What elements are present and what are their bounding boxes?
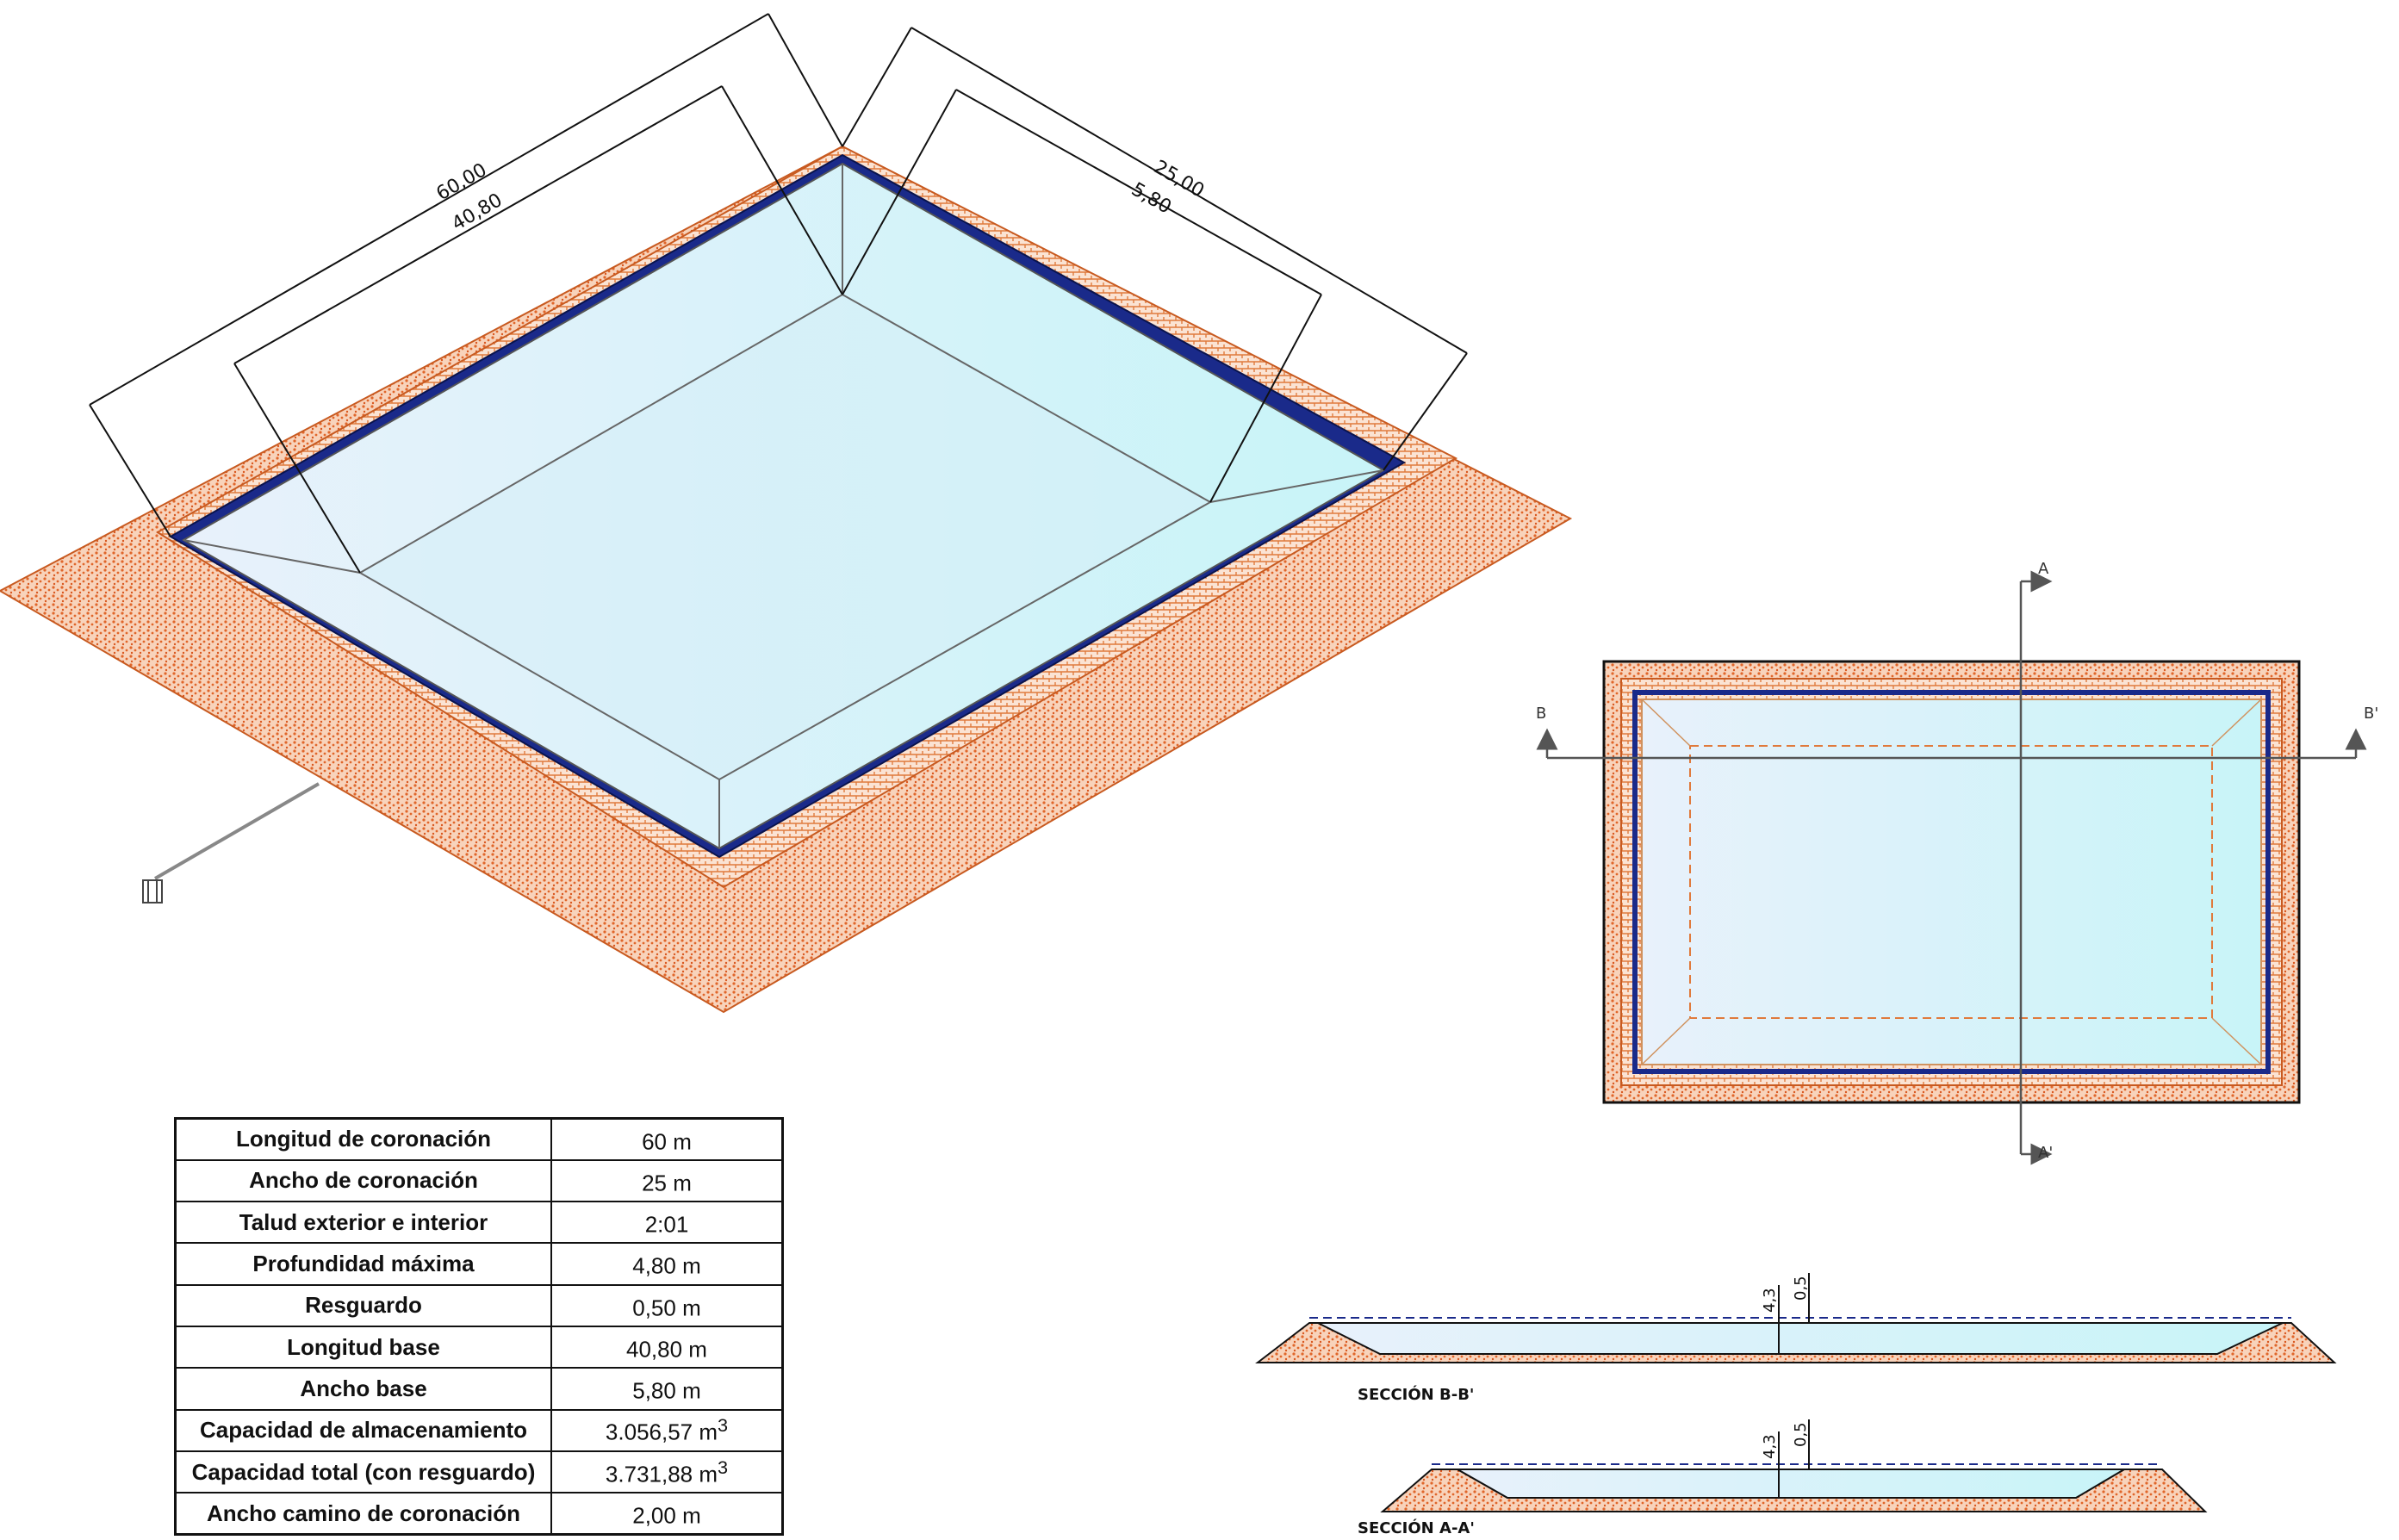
- table-label: Longitud de coronación: [174, 1117, 552, 1161]
- table-row: Capacidad de almacenamiento 3.056,57 m3: [174, 1408, 784, 1452]
- section-aa-water: [1454, 1469, 2128, 1499]
- section-aa-label: SECCIÓN A-A': [1358, 1518, 1475, 1537]
- table-value: 2,00 m: [550, 1492, 784, 1536]
- table-label: Talud exterior e interior: [174, 1201, 552, 1245]
- dimension-lines: [89, 13, 1468, 574]
- table-value: 0,50 m: [550, 1283, 784, 1327]
- table-label: Ancho base: [174, 1367, 552, 1411]
- plan-slope-corners: [1641, 699, 2262, 1065]
- table-row: Capacidad total (con resguardo) 3.731,88…: [174, 1450, 784, 1494]
- plan-base-outline: [1689, 745, 2213, 1019]
- plan-water: [1641, 699, 2262, 1065]
- axis-label-a-top: A: [2038, 560, 2049, 578]
- plan-liner: [1632, 690, 2271, 1074]
- section-a-a: 4,3 0,5 SECCIÓN A-A': [1358, 1419, 2208, 1537]
- table-label: Longitud base: [174, 1325, 552, 1369]
- plan-view: A A' B B': [1536, 560, 2378, 1165]
- table-label: Capacidad de almacenamiento: [174, 1408, 552, 1452]
- table-label: Ancho de coronación: [174, 1158, 552, 1203]
- table-value: 60 m: [550, 1117, 784, 1161]
- table-label: Resguardo: [174, 1283, 552, 1327]
- section-bb-water: [1317, 1322, 2284, 1355]
- table-value: 3.056,57 m3: [550, 1408, 784, 1452]
- slope-edges: [183, 164, 1384, 848]
- specifications-table: Longitud de coronación 60 m Ancho de cor…: [174, 1117, 784, 1536]
- table-row: Ancho base 5,80 m: [174, 1367, 784, 1411]
- axis-label-a-bottom: A': [2038, 1144, 2053, 1162]
- table-row: Longitud de coronación 60 m: [174, 1117, 784, 1161]
- table-value: 2:01: [550, 1201, 784, 1245]
- table-value: 3.731,88 m3: [550, 1450, 784, 1494]
- table-value: 5,80 m: [550, 1367, 784, 1411]
- axis-label-b-left: B: [1536, 705, 1546, 723]
- table-label: Ancho camino de coronación: [174, 1492, 552, 1536]
- table-row: Longitud base 40,80 m: [174, 1325, 784, 1369]
- table-row: Ancho camino de coronación 2,00 m: [174, 1492, 784, 1536]
- table-label: Profundidad máxima: [174, 1242, 552, 1286]
- axis-label-b-right: B': [2364, 705, 2378, 723]
- table-value: 40,80 m: [550, 1325, 784, 1369]
- section-bb-label: SECCIÓN B-B': [1358, 1385, 1474, 1404]
- table-value: 4,80 m: [550, 1242, 784, 1286]
- section-bb-freeboard: 0,5: [1792, 1276, 1810, 1301]
- table-row: Profundidad máxima 4,80 m: [174, 1242, 784, 1286]
- section-aa-depth: 4,3: [1761, 1434, 1779, 1459]
- section-aa-freeboard: 0,5: [1792, 1422, 1810, 1447]
- table-row: Resguardo 0,50 m: [174, 1283, 784, 1327]
- table-value: 25 m: [550, 1158, 784, 1203]
- isometric-view: 60,00 40,80 25,00 5,80: [0, 13, 1573, 1014]
- section-axes: [1536, 570, 2367, 1165]
- table-row: Ancho de coronación 25 m: [174, 1158, 784, 1203]
- table-row: Talud exterior e interior 2:01: [174, 1201, 784, 1245]
- section-b-b: 4,3 0,5 SECCIÓN B-B': [1255, 1273, 2337, 1404]
- table-label: Capacidad total (con resguardo): [174, 1450, 552, 1494]
- section-bb-depth: 4,3: [1761, 1288, 1779, 1313]
- outlet-valve-icon: [142, 879, 163, 904]
- outlet-pipe: [153, 782, 320, 880]
